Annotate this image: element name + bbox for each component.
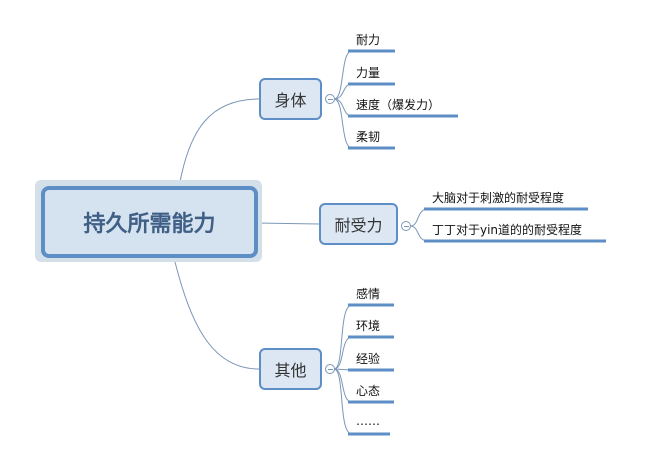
collapse-toggle-icon[interactable] bbox=[401, 221, 411, 231]
leaf-endurance[interactable]: 耐力 bbox=[356, 33, 381, 47]
root-label: 持久所需能力 bbox=[83, 212, 216, 237]
branch-node-other[interactable]: 其他 bbox=[259, 348, 322, 390]
connector-root-other bbox=[174, 261, 260, 370]
leaf-flexibility[interactable]: 柔韧 bbox=[356, 130, 381, 144]
leaf-emotion[interactable]: 感情 bbox=[356, 287, 381, 301]
collapse-toggle-icon[interactable] bbox=[325, 94, 335, 104]
branch-label: 其他 bbox=[274, 361, 307, 380]
branch-node-body[interactable]: 身体 bbox=[259, 78, 322, 120]
root-node[interactable]: 持久所需能力 bbox=[41, 186, 258, 258]
leaf-brain-tolerance[interactable]: 大脑对于刺激的耐受程度 bbox=[432, 191, 565, 205]
leaf-physical-tolerance[interactable]: 丁丁对于yin道的的耐受程度 bbox=[432, 223, 583, 237]
branch-node-tolerance[interactable]: 耐受力 bbox=[319, 203, 398, 245]
connector-root-body bbox=[179, 98, 260, 183]
leaf-strength[interactable]: 力量 bbox=[356, 66, 381, 80]
leaf-more[interactable]: …… bbox=[356, 414, 380, 428]
leaf-environment[interactable]: 环境 bbox=[356, 319, 381, 333]
collapse-toggle-icon[interactable] bbox=[325, 364, 335, 374]
leaf-experience[interactable]: 经验 bbox=[356, 352, 381, 366]
leaf-speed[interactable]: 速度（爆发力） bbox=[356, 98, 441, 112]
leaf-mindset[interactable]: 心态 bbox=[356, 384, 381, 398]
connector-root-tolerance bbox=[255, 222, 320, 225]
branch-label: 身体 bbox=[274, 91, 307, 110]
branch-label: 耐受力 bbox=[334, 216, 383, 235]
